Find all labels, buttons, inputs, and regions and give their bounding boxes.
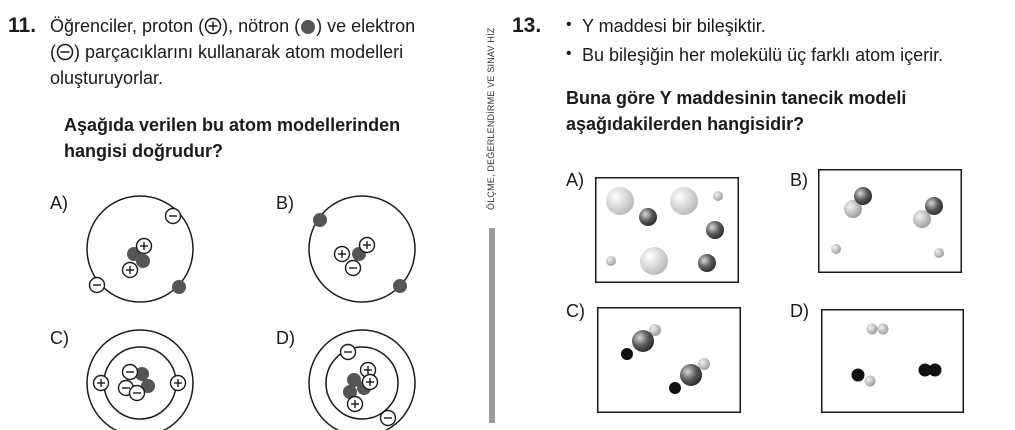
q11-text-line2: () parçacıklarını kullanarak atom modell… <box>50 42 404 62</box>
q11-option-b-atom-figure[interactable] <box>302 190 427 310</box>
q13-question-line2: aşağıdakilerden hangisidir? <box>566 114 805 134</box>
divider-bar <box>489 228 495 423</box>
particle <box>706 221 724 239</box>
particle <box>669 382 681 394</box>
particle <box>640 247 668 275</box>
electron-symbol-icon <box>56 43 74 61</box>
q13-option-a-label[interactable]: A) <box>566 170 584 190</box>
particle <box>851 368 865 382</box>
particle <box>918 363 932 377</box>
q13-question-line1: Buna göre Y maddesinin tanecik modeli <box>566 88 907 108</box>
q13-bullet2: Bu bileşiğin her molekülü üç farklı atom… <box>582 45 944 65</box>
particle <box>925 197 943 215</box>
particle <box>877 323 889 335</box>
q13-number: 13. <box>512 14 542 37</box>
neutron <box>313 213 327 227</box>
inner-electron-shell <box>103 346 177 420</box>
proton <box>333 245 351 263</box>
electron <box>121 363 139 381</box>
neutron <box>343 385 357 399</box>
side-vertical-text: ÖLÇME, DEĞERLENDİRME VE SINAV HİZ <box>486 27 496 210</box>
proton <box>169 374 187 392</box>
particle <box>928 363 942 377</box>
outer-electron-shell <box>308 329 416 430</box>
q11-option-c-atom-figure[interactable] <box>80 320 205 430</box>
particle <box>632 330 654 352</box>
particle <box>866 323 878 335</box>
neutron-symbol-icon <box>301 20 316 34</box>
q11-option-d-label[interactable]: D) <box>276 328 295 348</box>
q11-question-line2: hangisi doğrudur? <box>64 141 223 161</box>
q11-option-c-label[interactable]: C) <box>50 328 69 348</box>
neutron <box>136 254 150 268</box>
q13-option-c-particle-model[interactable] <box>597 307 741 413</box>
proton-symbol-icon <box>204 17 222 35</box>
particle <box>670 187 698 215</box>
particle <box>831 244 841 254</box>
q11-number: 11. <box>8 14 37 37</box>
neutron <box>141 379 155 393</box>
container-box <box>597 307 741 413</box>
q13-option-a-particle-model[interactable] <box>595 177 739 283</box>
particle <box>606 256 616 266</box>
q11-option-a-atom-figure[interactable] <box>80 190 205 310</box>
q13-option-b-particle-model[interactable] <box>818 169 962 273</box>
electron <box>344 259 362 277</box>
particle <box>854 187 872 205</box>
q13-option-d-label[interactable]: D) <box>790 301 809 321</box>
particle <box>621 348 633 360</box>
q11-text-line3: oluşturuyorlar. <box>50 68 164 88</box>
proton <box>121 261 139 279</box>
particle <box>606 187 634 215</box>
neutron <box>135 367 149 381</box>
electron <box>164 207 182 225</box>
proton <box>135 237 153 255</box>
neutron <box>172 280 186 294</box>
particle <box>913 210 931 228</box>
q13-option-b-label[interactable]: B) <box>790 170 808 190</box>
q13-option-c-label[interactable]: C) <box>566 301 585 321</box>
particle <box>713 191 723 201</box>
q11-option-d-atom-figure[interactable] <box>304 320 429 430</box>
electron <box>339 343 357 361</box>
particle <box>934 248 944 258</box>
electron-shell <box>86 195 194 303</box>
proton <box>358 236 376 254</box>
particle <box>649 324 661 336</box>
outer-electron-shell <box>86 329 194 430</box>
electron <box>379 409 397 427</box>
q13-bullet1: Y maddesi bir bileşiktir. <box>582 16 766 36</box>
neutron <box>393 279 407 293</box>
particle <box>698 358 710 370</box>
proton <box>346 395 364 413</box>
particle <box>864 375 876 387</box>
particle <box>680 364 702 386</box>
particle <box>698 254 716 272</box>
q11-option-a-label[interactable]: A) <box>50 193 68 213</box>
particle <box>639 208 657 226</box>
q11-question-line1: Aşağıda verilen bu atom modellerinden <box>64 115 401 135</box>
electron <box>128 384 146 402</box>
proton <box>361 373 379 391</box>
electron-shell <box>308 195 416 303</box>
particle <box>844 200 862 218</box>
inner-electron-shell <box>325 346 399 420</box>
bullet-icon: • <box>566 16 572 33</box>
neutron <box>347 373 361 387</box>
container-box <box>821 309 964 413</box>
proton <box>92 374 110 392</box>
q13-option-d-particle-model[interactable] <box>821 309 964 413</box>
bullet-icon: • <box>566 45 572 62</box>
q11-text-line1: Öğrenciler, proton (), nötron () ve elek… <box>50 16 416 36</box>
electron <box>88 276 106 294</box>
q11-option-b-label[interactable]: B) <box>276 193 294 213</box>
